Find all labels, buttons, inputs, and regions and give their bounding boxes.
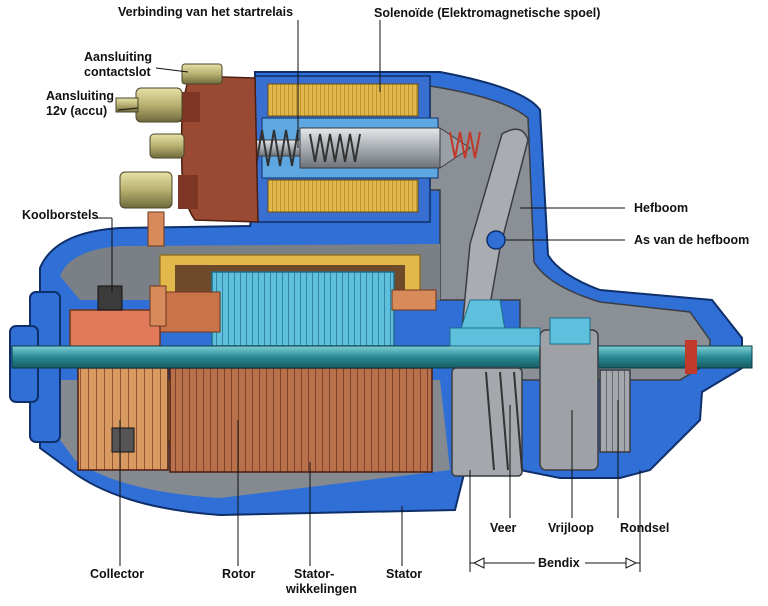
label-solenoide: Solenoïde (Elektromagnetische spoel)	[374, 6, 600, 20]
solenoid	[209, 75, 481, 223]
label-verbinding: Verbinding van het startrelais	[118, 5, 293, 19]
label-contactslot-2: contactslot	[84, 65, 152, 79]
label-stator: Stator	[386, 567, 422, 581]
brushes-collector	[69, 285, 169, 471]
bendix-assembly	[449, 317, 631, 477]
label-contactslot-1: Aansluiting	[84, 50, 152, 64]
armature	[159, 271, 437, 473]
label-as-hefboom: As van de hefboom	[634, 233, 749, 247]
label-hefboom: Hefboom	[634, 201, 688, 215]
label-veer: Veer	[490, 521, 517, 535]
label-vrijloop: Vrijloop	[548, 521, 594, 535]
label-stator-wik-2: wikkelingen	[285, 582, 357, 596]
terminal-bolts	[115, 63, 223, 209]
leader-lines	[94, 20, 641, 572]
bendix-arrows	[472, 557, 638, 569]
label-bendix: Bendix	[538, 556, 580, 570]
labels: Verbinding van het startrelais Solenoïde…	[22, 5, 749, 596]
label-stator-wik-1: Stator-	[294, 567, 334, 581]
label-accu-2: 12v (accu)	[46, 104, 107, 118]
label-accu-1: Aansluiting	[46, 89, 114, 103]
label-rotor: Rotor	[222, 567, 255, 581]
label-rondsel: Rondsel	[620, 521, 669, 535]
label-collector: Collector	[90, 567, 144, 581]
label-koolborstels: Koolborstels	[22, 208, 98, 222]
terminal-block	[147, 75, 259, 247]
